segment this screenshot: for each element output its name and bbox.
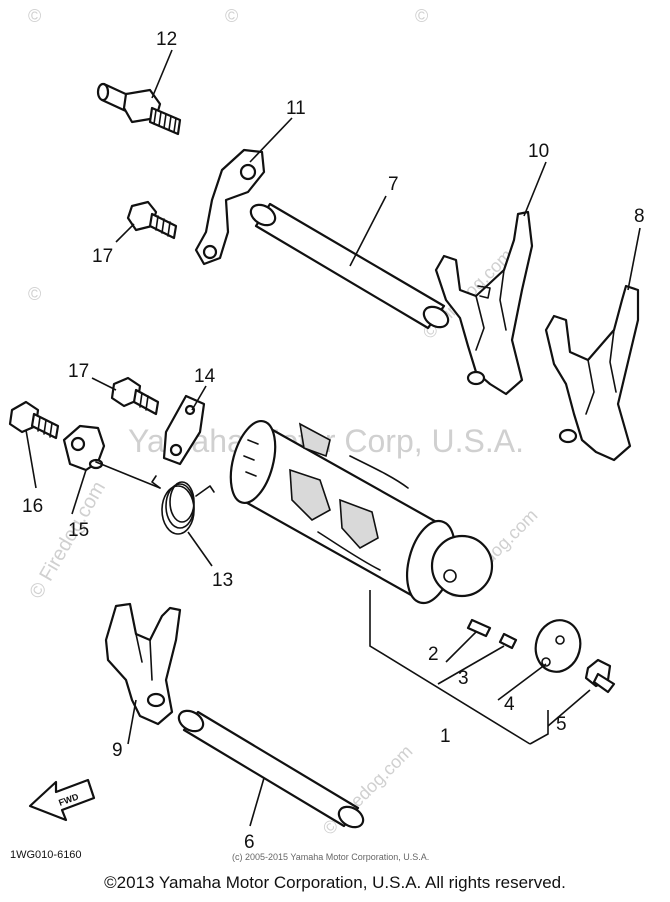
- callout-1: 1: [440, 726, 451, 747]
- part-11-bracket: [194, 148, 266, 266]
- watermark-site-top-mid: ©: [225, 6, 238, 26]
- part-8-shift-fork: [544, 284, 640, 462]
- callout-6: 6: [244, 832, 255, 853]
- part-14-stopper-plate: [162, 394, 206, 466]
- leader-lines: [25, 49, 641, 827]
- part-13-spring: [95, 461, 215, 535]
- shift-drum: [229, 420, 494, 605]
- watermark-site-side: ©: [28, 284, 41, 304]
- callout-10: 10: [528, 141, 549, 162]
- callout-8: 8: [634, 206, 645, 227]
- callout-15: 15: [68, 520, 89, 541]
- part-5-screw: [584, 658, 616, 694]
- callout-5: 5: [556, 714, 567, 735]
- watermark-site-bottom: © Firedog.com: [319, 741, 417, 839]
- callout-9: 9: [112, 740, 123, 761]
- callout-17-lower: 17: [68, 361, 89, 382]
- part-3-dowel: [498, 632, 518, 650]
- part-4-plate: [534, 619, 582, 673]
- callout-12: 12: [156, 29, 177, 50]
- callouts: 12 11 7 10 8 17 17 14 16 15 13 2 3 4 5 1…: [22, 29, 645, 853]
- part-17-bolt-upper: [126, 200, 178, 240]
- part-12-stud-bolt: [96, 82, 182, 136]
- diagram-code: 1WG010-6160: [10, 849, 82, 861]
- callout-13: 13: [212, 570, 233, 591]
- small-copyright: (c) 2005-2015 Yamaha Motor Corporation, …: [232, 852, 429, 862]
- part-17-bolt-lower: [110, 376, 160, 416]
- callout-11: 11: [286, 98, 306, 119]
- part-6-shaft: [177, 709, 365, 829]
- footer-copyright: ©2013 Yamaha Motor Corporation, U.S.A. A…: [104, 873, 566, 892]
- watermarks: Yamaha Motor Corp, U.S.A. © Firedog.com …: [25, 6, 541, 839]
- callout-7: 7: [388, 174, 399, 195]
- part-2-pin: [466, 618, 492, 638]
- callout-4: 4: [504, 694, 515, 715]
- watermark-site-top-right: ©: [415, 6, 428, 26]
- part-15-stopper-lever: [62, 424, 106, 472]
- callout-14: 14: [194, 366, 216, 387]
- fwd-arrow: FWD: [28, 778, 96, 822]
- callout-16: 16: [22, 496, 43, 517]
- part-9-shift-fork: [104, 602, 182, 726]
- part-7-shaft: [249, 202, 450, 330]
- watermark-site-top-left: ©: [28, 6, 41, 26]
- callout-3: 3: [458, 668, 469, 689]
- part-10-shift-fork: [434, 210, 534, 396]
- part-16-bolt: [8, 400, 60, 440]
- callout-2: 2: [428, 644, 439, 665]
- callout-17-upper: 17: [92, 246, 113, 267]
